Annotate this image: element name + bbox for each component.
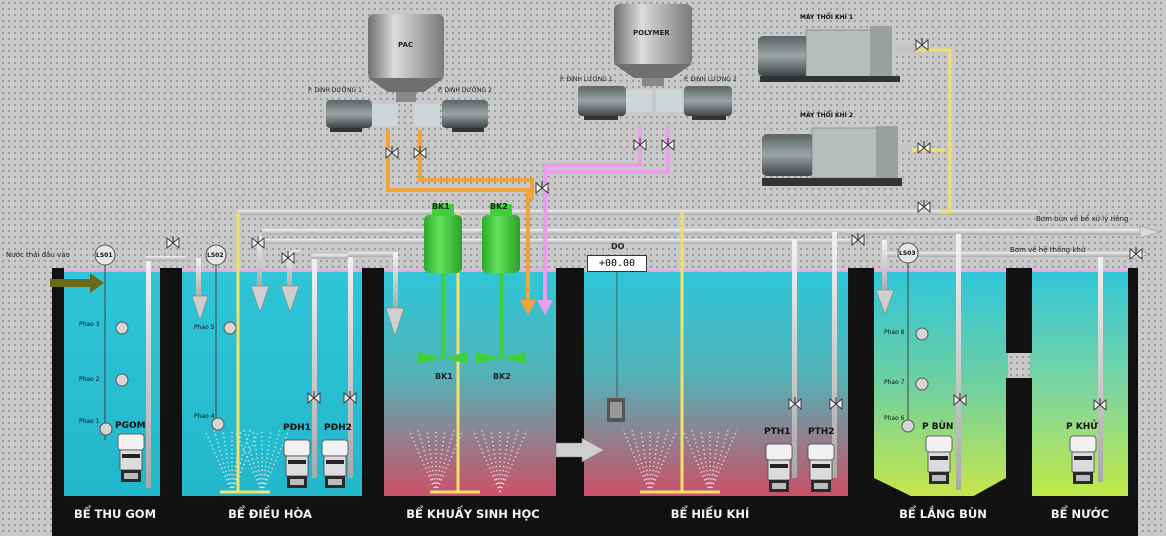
valve[interactable] [851,233,865,246]
blower-2-label: MÁY THỔI KHÍ 2 [800,112,854,119]
valve[interactable] [1129,247,1143,260]
blower-2[interactable] [762,126,912,186]
diffuser-fan [408,429,464,493]
valve[interactable] [385,146,399,159]
tank-walls [52,268,1138,536]
do-label: DO [611,242,625,251]
tank-sludge-water [872,272,1008,498]
valve[interactable] [413,146,427,159]
pac-pump-2-motor [414,100,488,132]
pac-pump-1-label: P. DINH DƯỠNG 1 [308,87,362,94]
polymer-dose-arrow [537,300,553,315]
pac-line [386,130,534,305]
tank-sludge-name: BỂ LẮNG BÙN [899,507,987,521]
submersible-pump[interactable] [321,439,349,488]
submersible-pump[interactable] [765,443,793,492]
diffuser-fan [234,429,290,493]
tank-collection-water [62,272,162,498]
tank-collection-name: BỂ THU GOM [73,507,157,521]
pump-pgom-label: PGOM [115,421,146,431]
pac-tank [368,14,444,102]
valve[interactable] [281,251,295,264]
blower-1[interactable] [758,26,914,82]
valve[interactable] [917,200,931,213]
submersible-pump[interactable] [925,435,953,484]
valve[interactable] [661,138,675,151]
diffuser-fan [204,429,260,493]
pump-pbun-label: P BÙN [922,422,954,432]
valve[interactable] [829,397,843,410]
valve[interactable] [633,138,647,151]
inlet-label: Nước thải đầu vào [6,251,70,259]
diffuser-fan [472,429,528,493]
pac-tank-label: PAC [398,41,414,49]
inlet-arrow [50,273,104,293]
float-t1-3: Phao 3 [79,321,100,328]
valves [166,38,1143,411]
pac-dose-arrow [520,300,536,315]
submersible-pump[interactable] [283,439,311,488]
blower-1-label: MÁY THỔI KHÍ 1 [800,14,854,21]
tank-aerobic-name: BỂ HIẾU KHÍ [670,507,750,521]
pac-pump-1-motor [326,100,398,132]
valve[interactable] [953,393,967,406]
diffuser-fan [622,429,678,493]
float-t2-5: Phao 5 [194,324,215,331]
pac-pump-2-label: P. DINH DƯỠNG 2 [438,87,492,94]
level-sensor-2: LS02 [207,252,224,259]
float-t1-2: Phao 2 [79,376,100,383]
to-system-label: Bơm về hệ thống khử [1010,246,1086,254]
tank-bio-mixing-name: BỂ KHUẤY SINH HỌC [406,507,540,521]
tank-equalization-name: BỂ ĐIỀU HÒA [228,507,312,521]
do-readout[interactable]: +00.00 [587,255,647,272]
mixer-bk2[interactable] [476,204,526,364]
valve[interactable] [1093,398,1107,411]
submersible-pumps [117,433,1097,492]
polymer-tank-label: POLYMER [633,29,670,37]
pump-pth2-label: PTH2 [808,427,835,437]
mixer-bk1[interactable] [418,204,468,364]
float-t5-6: Phao 6 [884,415,905,422]
valve[interactable] [166,236,180,249]
tank-clean-name: BỂ NƯỚC [1050,507,1110,521]
pump-pkhu-label: P KHỬ [1066,422,1098,432]
polymer-pump-1-label: P. ĐỊNH LƯỢNG 1 [560,76,613,83]
valve[interactable] [307,391,321,404]
mixer-bk2-label: BK2 [490,202,508,211]
float-t5-8: Phao 8 [884,329,905,336]
valve[interactable] [788,397,802,410]
polymer-pump-1-motor [578,86,652,120]
diffuser-fan [682,429,738,493]
float-t5-7: Phao 7 [884,379,905,386]
mixer-bk1-blade-label: BK1 [435,372,453,381]
sludge-return-label: Bơm bùn về bể xử lý riêng [1036,215,1129,223]
submersible-pump[interactable] [807,443,835,492]
float-t2-4: Phao 4 [194,413,215,420]
transfer-pipes [146,232,1103,490]
valve[interactable] [343,391,357,404]
submersible-pump[interactable] [1069,435,1097,484]
do-probe [607,270,625,422]
pump-pth1-label: PTH1 [764,427,791,437]
valve[interactable] [535,181,549,194]
mixer-bk2-blade-label: BK2 [493,372,511,381]
valve[interactable] [917,141,931,154]
pump-pdh2-label: PĐH2 [324,423,352,433]
mixer-bk1-label: BK1 [432,202,450,211]
level-sensor-3: LS03 [899,250,916,257]
valve[interactable] [915,38,929,51]
float-t1-1: Phao 1 [79,418,100,425]
polymer-tank [614,4,692,86]
submersible-pump[interactable] [117,433,145,482]
valve[interactable] [251,236,265,249]
air-diffusers [204,429,738,493]
polymer-pump-2-motor [656,86,732,120]
tank-aerobic-water [582,272,850,498]
polymer-pump-2-label: P. ĐỊNH LƯỢNG 2 [684,76,737,83]
flow-arrows [191,285,895,463]
pump-pdh1-label: PĐH1 [283,423,311,433]
level-sensor-1: LS01 [96,252,113,259]
float-sensors [94,242,929,440]
